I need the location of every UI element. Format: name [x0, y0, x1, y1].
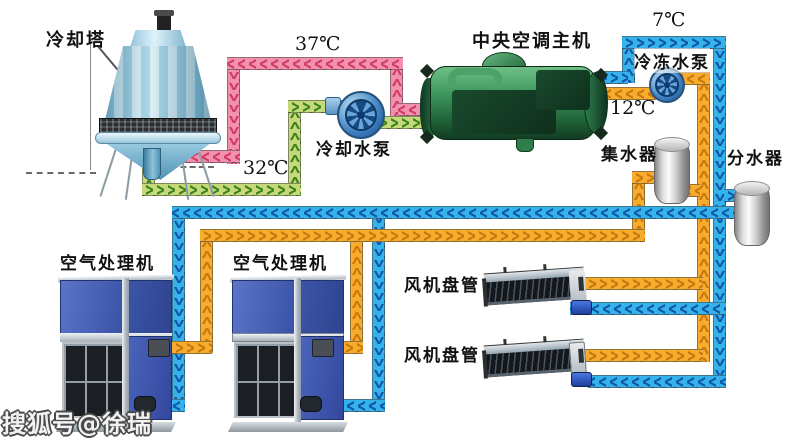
tower-dash-right [162, 166, 214, 168]
water-distributor-tank [734, 181, 770, 246]
chiller-panel-top [536, 70, 590, 110]
label-central-ac-unit: 中央空调主机 [472, 31, 592, 52]
ahu-base [56, 422, 176, 432]
pipe-condenser-supply-top [227, 57, 403, 70]
label-ahu-1: 空气处理机 [60, 254, 155, 274]
fcu-right-cap [568, 269, 587, 303]
pipe-chilled-return-fcu1-branch [585, 277, 703, 290]
pipe-chilled-supply-ahu2-drop [372, 212, 385, 411]
pipe-chilled-return-ahu1-branch [150, 341, 212, 354]
label-water-distributor: 分水器 [727, 149, 784, 169]
fan-coil-unit-1 [482, 262, 595, 320]
fan-coil-unit-2 [482, 334, 595, 392]
label-temp-12: 12℃ [610, 97, 656, 119]
ahu-top-section [232, 280, 344, 334]
label-temp-37: 37℃ [295, 33, 341, 55]
pipe-chilled-supply-chiller-stub [596, 71, 628, 84]
label-ahu-2: 空气处理机 [233, 254, 328, 274]
label-fcu-1: 风机盘管 [404, 276, 480, 296]
pipe-chilled-supply-fcu1-inlet [570, 302, 726, 315]
pipe-condenser-supply-chiller-stub [398, 103, 430, 116]
ahu-grille [62, 342, 126, 418]
pipe-chilled-supply-distributor-stub [724, 189, 738, 202]
ahu-top-section [60, 280, 172, 334]
pipe-condenser-return-bottom [142, 183, 301, 196]
ahu-mid-band [60, 333, 172, 342]
pipe-chilled-supply-fcu2-inlet [588, 375, 726, 388]
tower-body [105, 46, 211, 120]
tower-outlet-fitting [143, 148, 161, 180]
ahu-supply-port [134, 396, 156, 412]
fcu-hanger [543, 264, 547, 271]
label-water-collector: 集水器 [601, 145, 658, 165]
pipe-chilled-return-collector-right-stub [684, 184, 700, 197]
cooling-tower [95, 10, 221, 200]
air-handling-unit-2 [228, 274, 348, 432]
fcu-right-cap [568, 341, 587, 375]
chilled-water-pump-hub [664, 82, 670, 88]
ahu-base [228, 422, 348, 432]
pipe-condenser-return-to-pump [288, 100, 342, 113]
tower-fan-motor [157, 12, 171, 32]
pipe-chilled-return-collector-left-elbow [632, 171, 660, 184]
tower-fill-mesh [99, 118, 217, 134]
watermark: 搜狐号@徐瑞 [2, 410, 152, 438]
label-cooling-water-pump: 冷却水泵 [316, 140, 392, 160]
ahu-grille [234, 342, 298, 418]
fcu-valve-box [571, 300, 592, 315]
ahu-return-port [148, 339, 170, 357]
ahu-supply-port [300, 396, 322, 412]
label-chilled-water-pump: 冷冻水泵 [634, 48, 710, 73]
fcu-valve-box [571, 372, 592, 387]
pipe-chilled-return-ahu1-riser [200, 229, 213, 353]
ahu-corner-post [294, 278, 301, 424]
ahu-corner-post [122, 278, 129, 424]
fcu-hanger [503, 266, 507, 274]
ahu-return-port [312, 339, 334, 357]
fcu-right-cap-vent [578, 276, 585, 291]
pipe-chilled-return-fcu2-branch [585, 349, 703, 362]
label-cooling-tower: 冷却塔 [46, 30, 106, 51]
pipe-chilled-return-ahu2-riser [350, 235, 363, 353]
pipe-condenser-return-riser [288, 100, 301, 196]
tower-collar [130, 30, 186, 47]
tower-fan-cap [154, 10, 174, 16]
pipe-condenser-supply-vertical-left [227, 57, 240, 164]
label-temp-7: 7℃ [652, 9, 686, 31]
label-temp-32: 32℃ [243, 157, 289, 179]
pipe-chilled-return-main [200, 229, 645, 242]
fcu-right-cap-vent [578, 348, 585, 363]
central-ac-unit [418, 52, 610, 152]
pipe-condenser-supply-vertical-right [390, 57, 403, 116]
air-handling-unit-1 [56, 274, 176, 432]
chiller-pipe-loop [448, 68, 502, 88]
tower-basin-rim [95, 132, 221, 144]
water-collector-tank [654, 137, 690, 204]
chiller-bottom-stub [516, 138, 534, 152]
pipe-condenser-return-pump-to-chiller [376, 116, 424, 129]
pipe-chilled-supply-ahu1-drop [172, 206, 185, 411]
tower-guide-line [90, 38, 91, 170]
label-fcu-2: 风机盘管 [404, 346, 480, 366]
tower-dash-left [26, 172, 96, 174]
pipe-chilled-supply-main [172, 206, 736, 219]
fcu-hanger [503, 338, 507, 346]
pipe-chilled-return-pump-to-chiller [604, 87, 656, 100]
fcu-hanger [543, 336, 547, 343]
pipe-chilled-supply-ahu2-inlet [303, 399, 385, 412]
cooling-water-pump-hub [357, 111, 365, 119]
